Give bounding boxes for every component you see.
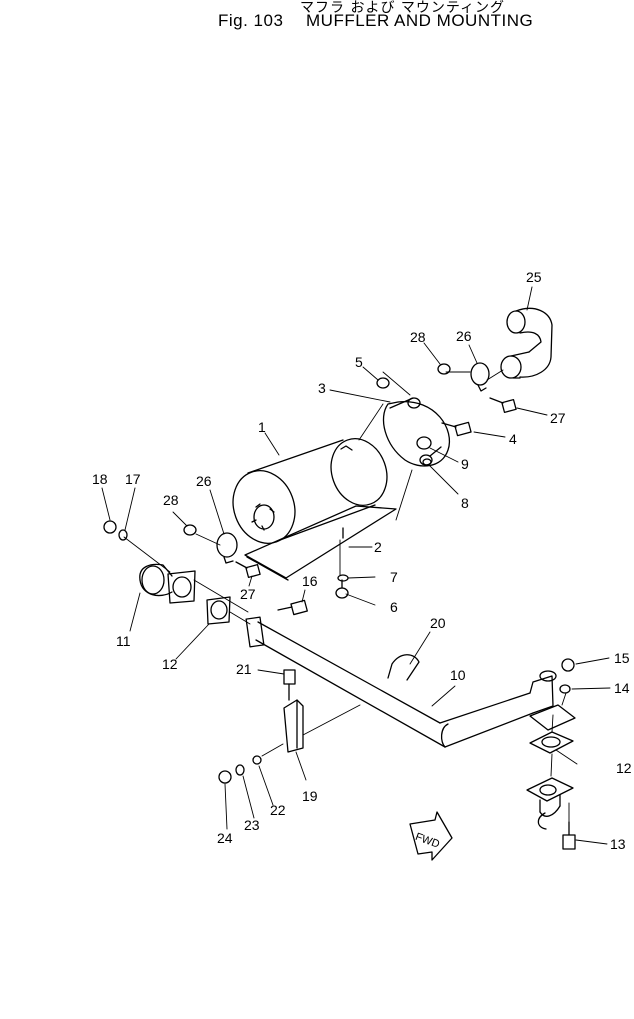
callout-10: 10 xyxy=(450,667,466,683)
right-flange-part xyxy=(529,704,576,731)
gasket-part-12-left xyxy=(206,596,231,625)
figure-number: Fig. 103 xyxy=(218,11,284,30)
callout-17: 17 xyxy=(125,471,141,487)
figure-title: MUFFLER AND MOUNTING xyxy=(306,11,534,30)
muffler-part-1 xyxy=(232,438,388,544)
nut-part-5 xyxy=(376,377,390,389)
callout-27-right: 27 xyxy=(550,410,566,426)
nut-part-18 xyxy=(103,520,117,534)
nut-part-15 xyxy=(561,658,575,672)
fwd-label: FWD xyxy=(414,831,442,851)
washer-part-23 xyxy=(235,764,245,776)
callout-2: 2 xyxy=(374,539,382,555)
nut-part-28-right xyxy=(437,363,451,375)
callout-20: 20 xyxy=(430,615,446,631)
callout-7: 7 xyxy=(390,569,398,585)
clamp-part-26-right xyxy=(470,362,490,392)
callout-28-left: 28 xyxy=(163,492,179,508)
washer-part-17 xyxy=(118,529,128,541)
u-bolt-part-20 xyxy=(387,654,420,681)
callout-14: 14 xyxy=(614,680,630,696)
bolt-part-27-right xyxy=(489,397,517,414)
washer-part-8 xyxy=(422,458,432,466)
callout-9: 9 xyxy=(461,456,469,472)
callout-12-left: 12 xyxy=(162,656,178,672)
flange-elbow-part-11 xyxy=(139,563,196,604)
callout-21: 21 xyxy=(236,661,252,677)
fwd-direction-arrow: FWD xyxy=(409,811,453,861)
callout-28-right: 28 xyxy=(410,329,426,345)
callout-11: 11 xyxy=(116,633,131,649)
elbow-pipe-part-25 xyxy=(500,307,553,379)
clamp-part-26-left xyxy=(216,532,238,564)
callout-3: 3 xyxy=(318,380,326,396)
callout-18: 18 xyxy=(92,471,108,487)
callout-5: 5 xyxy=(355,354,363,370)
callout-15: 15 xyxy=(614,650,630,666)
washer-part-14 xyxy=(559,684,571,694)
assembly-lines xyxy=(123,369,570,823)
callout-26-left: 26 xyxy=(196,473,212,489)
callout-23: 23 xyxy=(244,817,260,833)
callout-25: 25 xyxy=(526,269,542,285)
exhaust-pipe-part-10 xyxy=(245,616,557,748)
washer-part-22 xyxy=(252,755,262,765)
callout-numbers: 1 2 3 4 5 6 7 8 9 10 11 12 12 13 14 15 1… xyxy=(92,269,632,852)
gasket-part-12-right xyxy=(529,731,574,754)
callout-24: 24 xyxy=(217,830,233,846)
callout-22: 22 xyxy=(270,802,286,818)
leader-lines xyxy=(101,286,611,845)
bolt-part-4 xyxy=(441,421,472,437)
bolt-part-27-left xyxy=(235,561,261,579)
bolt-part-21 xyxy=(283,669,296,701)
callout-19: 19 xyxy=(302,788,318,804)
callout-16: 16 xyxy=(302,573,318,589)
callout-6: 6 xyxy=(390,599,398,615)
callout-12-right: 12 xyxy=(616,760,632,776)
callout-27-left: 27 xyxy=(240,586,256,602)
washer-part-7 xyxy=(337,574,349,582)
mounting-plate-part-2 xyxy=(244,505,397,581)
clamp-band-part-3 xyxy=(382,397,450,467)
bolt-part-6 xyxy=(335,579,349,599)
bracket-part-19 xyxy=(283,699,304,753)
callout-26-right: 26 xyxy=(456,328,472,344)
callout-1: 1 xyxy=(258,419,266,435)
bolt-part-16 xyxy=(277,599,308,616)
lower-flange-part xyxy=(526,777,574,830)
callout-4: 4 xyxy=(509,431,517,447)
nut-part-24 xyxy=(218,770,232,784)
bolt-part-13 xyxy=(562,821,576,850)
japanese-title: マフラ および マウンティング xyxy=(300,0,506,16)
nut-part-28-left xyxy=(183,524,197,536)
callout-8: 8 xyxy=(461,495,469,511)
callout-13: 13 xyxy=(610,836,626,852)
